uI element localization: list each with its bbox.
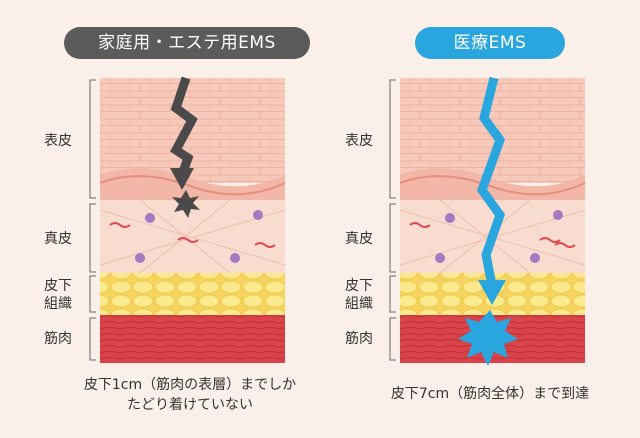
right-caption: 皮下7cm（筋肉全体）まで到達 — [390, 386, 590, 402]
right-label-subcutaneous-1: 皮下 — [345, 278, 373, 294]
burst-icon — [458, 310, 518, 366]
left-label-subcutaneous-1: 皮下 — [44, 278, 72, 294]
zigzag-arrow-icon — [170, 76, 198, 182]
left-skin-panel — [99, 76, 286, 363]
left-caption-line1: 皮下1cm（筋肉の表層）までしか — [83, 377, 297, 393]
left-label-subcutaneous-2: 組織 — [44, 296, 72, 312]
right-skin-panel — [399, 76, 586, 366]
left-label-muscle: 筋肉 — [44, 331, 72, 347]
right-label-subcutaneous-2: 組織 — [345, 296, 373, 312]
right-label-muscle: 筋肉 — [345, 331, 373, 347]
right-label-dermis: 真皮 — [345, 231, 373, 247]
left-layer-brackets — [89, 79, 96, 361]
left-label-dermis: 真皮 — [44, 231, 72, 247]
left-label-epidermis: 表皮 — [44, 133, 72, 149]
home-ems-title: 家庭用・エステ用EMS — [64, 27, 310, 59]
right-layer-brackets — [389, 79, 396, 361]
burst-icon — [172, 190, 200, 218]
zigzag-arrow-icon — [476, 76, 506, 286]
medical-ems-title: 医療EMS — [415, 27, 565, 59]
left-caption-line2: たどり着けていない — [127, 397, 253, 413]
right-label-epidermis: 表皮 — [345, 133, 373, 149]
